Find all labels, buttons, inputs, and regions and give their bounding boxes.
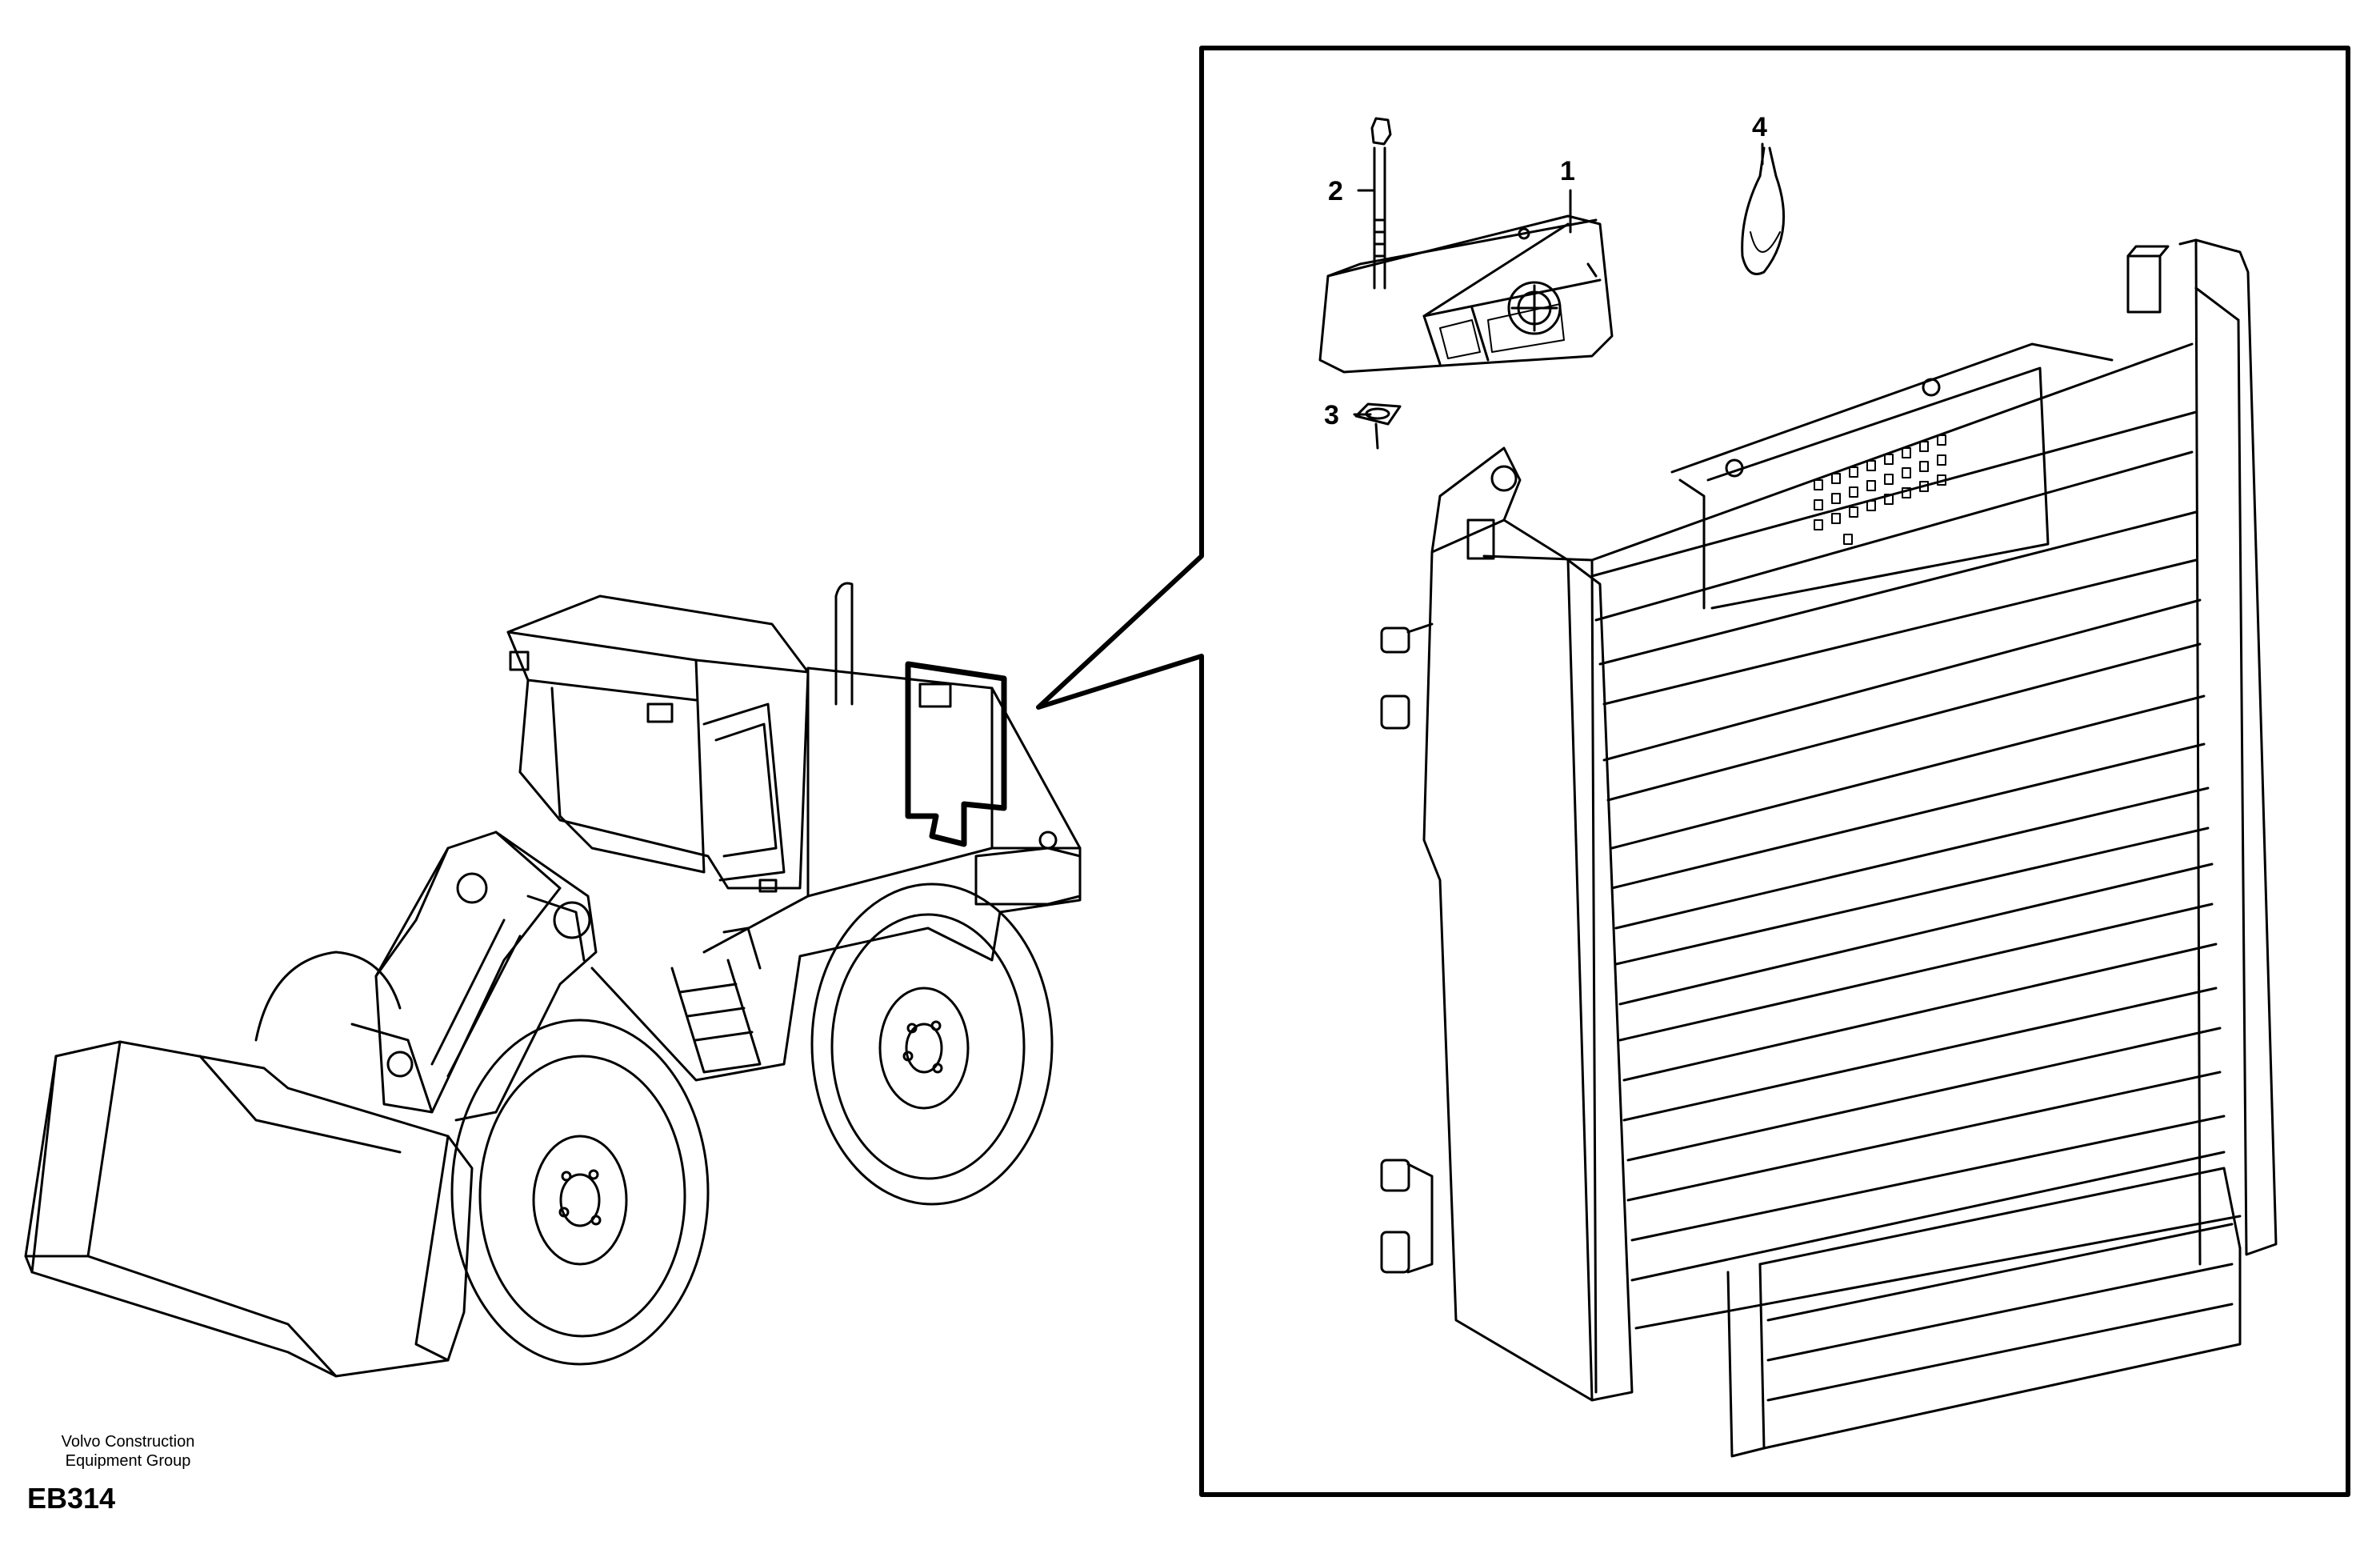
engine-hood-marked-area: [905, 661, 1007, 847]
loader-cab: [506, 594, 810, 893]
loader-rear-wheel: [810, 883, 1054, 1206]
rear-grille-panel: [1380, 238, 2278, 1458]
wheel-loader-illustration: [24, 582, 1082, 1378]
company-name-line-1: Volvo Construction: [61, 1433, 195, 1451]
grille-louvers: [1590, 410, 2242, 1330]
loader-boom-arms: [350, 831, 598, 1122]
panel-hinges: [1380, 622, 1434, 1274]
ventilation-holes: [1814, 434, 1946, 545]
part-2-bolt: [1370, 117, 1392, 290]
reflector-location-marker: [918, 682, 952, 708]
company-name-line-2: Equipment Group: [65, 1452, 191, 1470]
callout-1: 1: [1560, 156, 1575, 186]
loader-steps: [670, 927, 762, 1074]
part-3-clip-nut: [1354, 402, 1402, 450]
company-name: Volvo Construction Equipment Group: [32, 1432, 224, 1471]
loader-front-wheel: [450, 1019, 710, 1366]
callout-4: 4: [1752, 112, 1767, 142]
callout-leader-lines: [1353, 142, 1764, 416]
callout-3: 3: [1324, 400, 1339, 430]
loader-bucket: [24, 1040, 474, 1378]
figure-code: EB314: [27, 1482, 116, 1515]
callout-2: 2: [1328, 176, 1343, 206]
part-4-cable-tie: [1741, 146, 1786, 275]
part-1-reflector: [1318, 214, 1614, 374]
loader-body: [590, 582, 1082, 1082]
detail-callout-frame: [1036, 46, 2350, 1497]
